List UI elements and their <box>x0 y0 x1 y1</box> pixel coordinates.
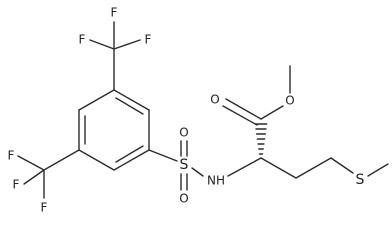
fluorine-atom-label: F <box>145 33 152 47</box>
fluorine-atom-label: F <box>79 33 86 47</box>
sulfonyl-group: S O O <box>148 126 204 206</box>
ring-bond <box>113 89 150 111</box>
ring-bond <box>78 149 115 171</box>
fluorine-atom-label: F <box>8 149 15 163</box>
oxygen-atom-label: O <box>179 126 188 140</box>
carbon-sulfur-bond <box>330 157 354 174</box>
fluorine-atom-label: F <box>41 201 48 215</box>
ester-oxygen-label: O <box>285 94 294 108</box>
structure-canvas: F F F F F F S O O NH <box>8 6 389 215</box>
upper-trifluoromethyl: F F F <box>79 6 152 91</box>
ring-bond <box>78 89 115 111</box>
oxygen-atom-label: O <box>179 192 188 206</box>
carbonyl-oxygen-label: O <box>210 93 219 107</box>
stereo-hash-wedge <box>254 123 268 155</box>
molecule-drawing: F F F F F F S O O NH <box>8 6 389 215</box>
carbonyl-double-bond <box>222 105 258 126</box>
sulfur-methyl-bond <box>367 163 389 177</box>
c-f-bond <box>17 155 45 171</box>
ester-bond <box>260 105 284 120</box>
ring-bond <box>113 149 150 171</box>
sulfonyl-sulfur-label: S <box>180 157 189 173</box>
methionine-backbone: O O S <box>210 65 389 188</box>
lower-trifluoromethyl: F F F <box>8 149 80 215</box>
c-f-bond <box>113 39 141 50</box>
nitrogen-atom-label: NH <box>207 174 225 188</box>
c-f-bond <box>23 169 45 185</box>
nitrogen-alpha-carbon-bond <box>227 157 262 177</box>
side-chain-bond <box>260 157 297 179</box>
ring-to-sulfur-bond <box>148 149 178 162</box>
c-f-bond <box>89 39 115 50</box>
benzene-ring <box>78 89 150 171</box>
ring-double-bond <box>115 145 144 163</box>
ring-double-bond <box>115 97 144 115</box>
ring-to-cf3-bond <box>43 149 80 171</box>
fluorine-atom-label: F <box>13 178 20 192</box>
sulfur-nitrogen-bond <box>191 167 204 177</box>
side-chain-bond <box>295 157 332 179</box>
fluorine-atom-label: F <box>111 6 118 20</box>
thioether-sulfur-label: S <box>356 172 365 188</box>
carbonyl-double-bond <box>225 98 262 120</box>
